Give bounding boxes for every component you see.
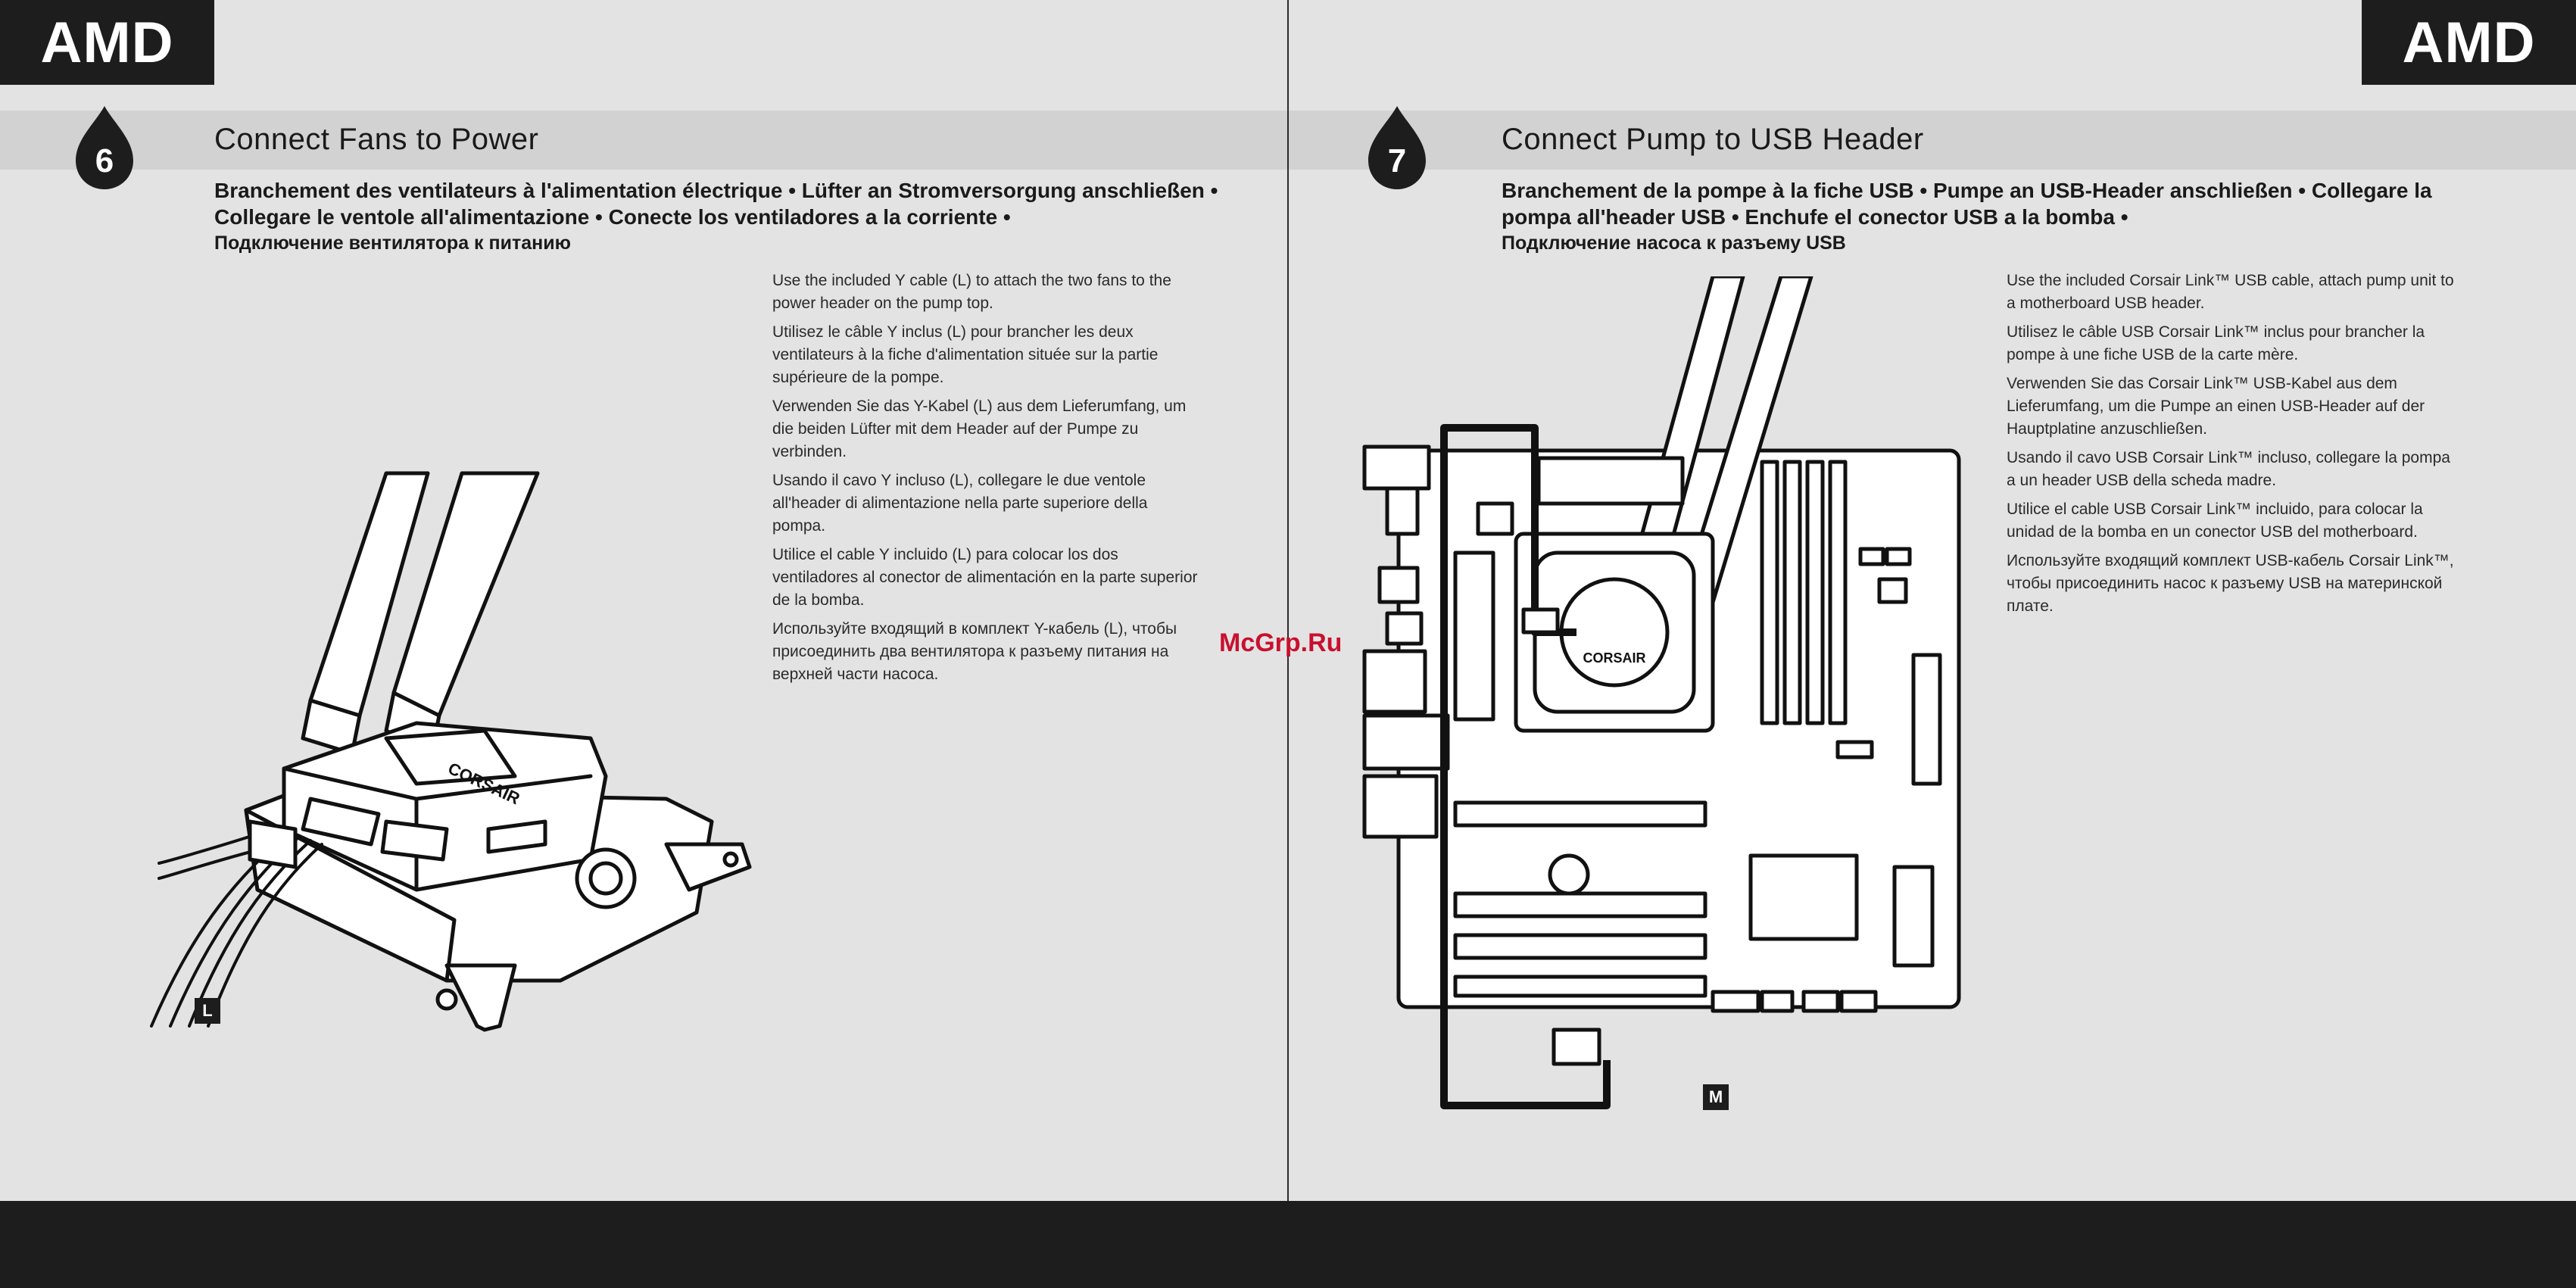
step-subtitle: Branchement des ventilateurs à l'aliment… (214, 177, 1221, 257)
watermark: McGrp.Ru (1219, 628, 1343, 657)
subtitle-russian: Подключение насоса к разъему USB (1502, 232, 1846, 254)
subtitle-russian: Подключение вентилятора к питанию (214, 232, 571, 254)
part-label-m: M (1703, 1084, 1729, 1110)
left-page: AMD 6 Connect Fans to Power Branchement … (0, 0, 1287, 1201)
amd-logo: AMD (2362, 0, 2576, 85)
water-drop-icon (76, 106, 133, 189)
instruction-it: Usando il cavo USB Corsair Link™ incluso… (2007, 449, 2450, 489)
page-divider (1287, 0, 1289, 1201)
instruction-fr: Utilisez le câble USB Corsair Link™ incl… (2007, 323, 2425, 363)
part-label-l: L (195, 998, 220, 1024)
pump-brand-logo: CORSAIR (1583, 650, 1645, 666)
amd-logo: AMD (0, 0, 214, 85)
instruction-ru: Используйте входящий комплект USB-кабель… (2007, 552, 2454, 615)
instruction-de: Verwenden Sie das Y-Kabel (L) aus dem Li… (772, 398, 1187, 460)
title-band (0, 111, 1287, 170)
instructions: Use the included Y cable (L) to attach t… (772, 270, 1204, 692)
step-subtitle: Branchement de la pompe à la fiche USB •… (1502, 177, 2456, 257)
instruction-it: Usando il cavo Y incluso (L), collegare … (772, 472, 1148, 535)
step-title: Connect Fans to Power (214, 123, 539, 156)
subtitle-multilang: Branchement des ventilateurs à l'aliment… (214, 179, 1218, 229)
pump-fan-cable-illustration: CORSAIR (150, 471, 752, 1032)
motherboard-usb-illustration: CORSAIR (1362, 276, 1961, 1109)
instruction-fr: Utilisez le câble Y inclus (L) pour bran… (772, 323, 1159, 386)
instruction-en: Use the included Y cable (L) to attach t… (772, 272, 1171, 312)
instruction-en: Use the included Corsair Link™ USB cable… (2007, 272, 2454, 312)
instruction-de: Verwenden Sie das Corsair Link™ USB-Kabe… (2007, 375, 2425, 438)
subtitle-multilang: Branchement de la pompe à la fiche USB •… (1502, 179, 2432, 229)
step-title: Connect Pump to USB Header (1502, 123, 1924, 156)
instruction-es: Utilice el cable USB Corsair Link™ inclu… (2007, 501, 2423, 541)
step-number: 6 (95, 142, 114, 179)
right-page: AMD 7 Connect Pump to USB Header Branche… (1289, 0, 2576, 1201)
instructions: Use the included Corsair Link™ USB cable… (2007, 270, 2461, 624)
instruction-ru: Используйте входящий в комплект Y-кабель… (772, 620, 1177, 683)
step-number: 7 (1387, 142, 1407, 179)
title-band (1289, 111, 2576, 170)
footer-bar (0, 1201, 2576, 1288)
water-drop-icon (1368, 106, 1426, 189)
instruction-es: Utilice el cable Y incluido (L) para col… (772, 546, 1198, 609)
